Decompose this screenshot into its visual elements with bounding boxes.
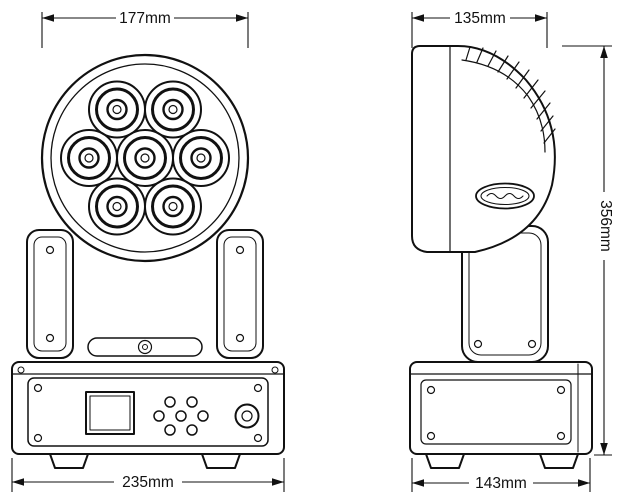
power-knob-inner — [241, 410, 253, 422]
dim-side-base-depth: 143mm — [411, 458, 591, 492]
side-view — [409, 45, 593, 469]
arrowhead-left — [412, 479, 424, 487]
arm-screw — [45, 245, 55, 255]
arrowhead-right — [535, 14, 547, 22]
front-view — [11, 53, 285, 469]
menu-button — [186, 424, 198, 436]
tilt-hub-outer — [137, 339, 153, 355]
menu-button — [186, 396, 198, 408]
arm-screw — [235, 333, 245, 343]
side-foot-right — [539, 453, 579, 469]
dimension-label: 356mm — [597, 200, 614, 252]
arm-screw — [473, 339, 483, 349]
arm-screw — [45, 333, 55, 343]
front-yoke-arm-left — [26, 229, 74, 359]
panel-screw — [253, 433, 263, 443]
panel-screw — [556, 431, 566, 441]
arm-screw — [527, 339, 537, 349]
heatsink-fins — [465, 46, 556, 144]
arm-screw — [235, 245, 245, 255]
front-foot-left — [49, 453, 89, 469]
dim-front-head-width: 177mm — [41, 10, 249, 48]
front-yoke-arm-left-panel — [33, 236, 67, 352]
tilt-hub-inner — [142, 344, 148, 350]
tilt-crossbar — [87, 337, 203, 357]
side-base — [409, 361, 593, 455]
arrowhead-left — [412, 14, 424, 22]
menu-button — [175, 410, 187, 422]
menu-button — [197, 410, 209, 422]
brand-logo-text-mark — [486, 193, 524, 199]
panel-screw — [253, 383, 263, 393]
arrowhead-right — [236, 14, 248, 22]
arrowhead-bottom — [600, 443, 608, 455]
arrowhead-top — [600, 46, 608, 58]
dimension-label: 235mm — [122, 474, 174, 491]
dimension-label: 177mm — [119, 10, 171, 27]
menu-button — [164, 424, 176, 436]
front-yoke-arm-right-panel — [223, 236, 257, 352]
front-yoke-arm-right — [216, 229, 264, 359]
dimension-label: 143mm — [475, 475, 527, 492]
arrowhead-right — [578, 479, 590, 487]
side-foot-left — [425, 453, 465, 469]
heatsink-inner-arc — [461, 59, 546, 153]
dim-overall-height: 356mm — [562, 45, 614, 456]
base-corner-screw — [271, 366, 279, 374]
menu-button — [164, 396, 176, 408]
side-base-panel — [420, 379, 572, 445]
front-base — [11, 361, 285, 455]
arrowhead-left — [12, 478, 24, 486]
front-foot-right — [201, 453, 241, 469]
display-bezel — [85, 391, 135, 435]
panel-screw — [426, 385, 436, 395]
arrowhead-right — [272, 478, 284, 486]
display-screen — [89, 395, 131, 431]
extension-lines — [411, 458, 591, 492]
dim-side-head-depth: 135mm — [411, 10, 548, 48]
panel-screw — [556, 385, 566, 395]
brand-logo-oval-inner — [480, 187, 530, 205]
front-control-panel — [27, 377, 269, 447]
panel-screw — [33, 433, 43, 443]
panel-screw — [426, 431, 436, 441]
front-head-outer-rim — [40, 53, 250, 263]
power-knob-outer — [234, 403, 260, 429]
dimension-label: 135mm — [454, 10, 506, 27]
arrowhead-left — [42, 14, 54, 22]
dim-front-base-width: 235mm — [11, 458, 285, 492]
brand-logo-oval — [475, 182, 535, 210]
menu-button — [153, 410, 165, 422]
extension-lines — [11, 458, 285, 492]
base-corner-screw — [17, 366, 25, 374]
front-head-inner-rim — [50, 63, 240, 253]
panel-screw — [33, 383, 43, 393]
side-head-body — [411, 45, 556, 253]
